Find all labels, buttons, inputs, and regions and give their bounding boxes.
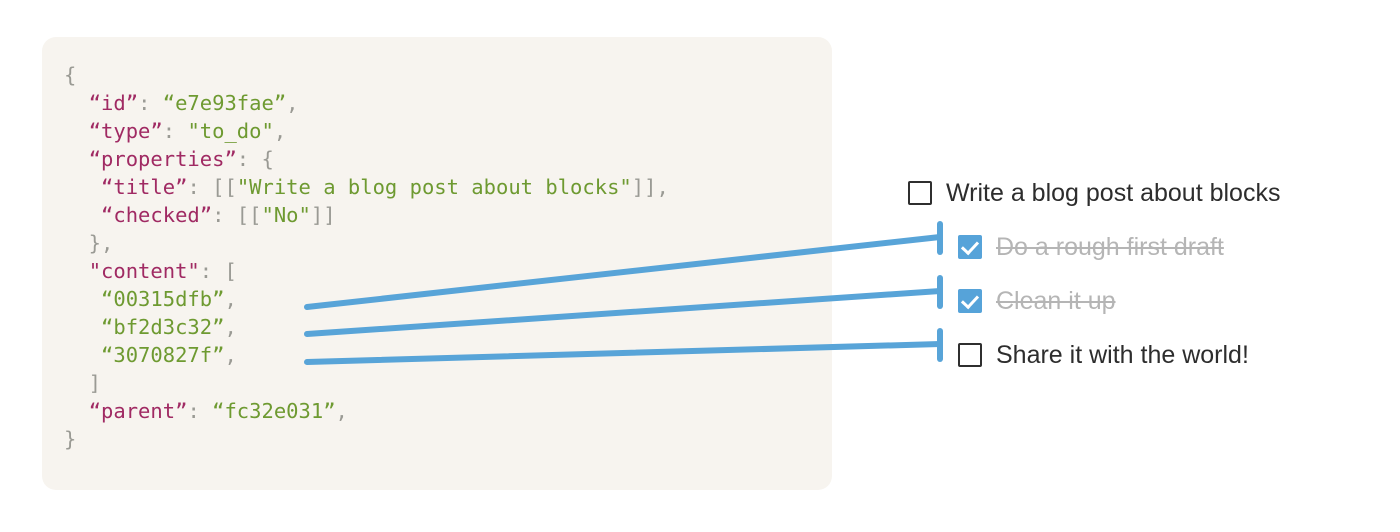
code-token-punct: , <box>286 91 299 115</box>
json-code-panel: { “id”: “e7e93fae”, “type”: "to_do", “pr… <box>42 37 832 490</box>
code-token-punct: : [ <box>199 259 237 283</box>
code-token-punct: , <box>224 315 237 339</box>
code-line: “00315dfb”, <box>64 285 669 313</box>
code-token-punct: : { <box>236 147 274 171</box>
code-token-str: "to_do" <box>187 119 274 143</box>
code-token-key: "content" <box>88 259 200 283</box>
code-token-key: “parent” <box>88 399 188 423</box>
checkbox-checked-icon[interactable] <box>958 289 982 313</box>
todo-item-label: Share it with the world! <box>996 340 1249 369</box>
todo-item-label: Do a rough first draft <box>996 232 1224 261</box>
code-line: “3070827f”, <box>64 341 669 369</box>
code-token-str: “00315dfb” <box>101 287 225 311</box>
code-token-punct <box>64 119 89 143</box>
code-token-punct <box>64 259 89 283</box>
code-token-punct: : <box>187 399 213 423</box>
code-token-str: “3070827f” <box>101 343 225 367</box>
code-line: { <box>64 61 669 89</box>
code-token-punct: : <box>138 91 163 115</box>
code-token-punct: , <box>224 287 237 311</box>
code-token-punct <box>64 203 101 227</box>
code-line: “checked”: [["No"]] <box>64 201 669 229</box>
code-line: “properties”: { <box>64 145 669 173</box>
code-token-str: “e7e93fae” <box>162 91 287 115</box>
todo-checklist: Write a blog post about blocks Do a rough… <box>908 166 1328 382</box>
code-token-punct: , <box>224 343 237 367</box>
checkbox-unchecked-icon[interactable] <box>958 343 982 367</box>
code-token-str: “bf2d3c32” <box>101 315 225 339</box>
code-token-punct <box>64 315 101 339</box>
code-token-punct: ]], <box>631 175 669 199</box>
todo-item-label: Write a blog post about blocks <box>946 178 1281 207</box>
code-token-punct <box>64 287 101 311</box>
checkbox-unchecked-icon[interactable] <box>908 181 932 205</box>
code-token-str: "No" <box>261 203 311 227</box>
code-token-key: “checked” <box>101 203 213 227</box>
code-token-str: “fc32e031” <box>212 399 336 423</box>
todo-item[interactable]: Clean it up <box>908 274 1328 328</box>
code-token-punct <box>64 91 89 115</box>
code-line: "content": [ <box>64 257 669 285</box>
code-line: “type”: "to_do", <box>64 117 669 145</box>
code-line: “bf2d3c32”, <box>64 313 669 341</box>
code-token-punct <box>64 399 89 423</box>
code-token-key: “type” <box>88 119 163 143</box>
code-token-key: “properties” <box>88 147 237 171</box>
code-token-punct: : <box>162 119 188 143</box>
code-token-key: “title” <box>101 175 188 199</box>
code-line: }, <box>64 229 669 257</box>
code-line: “title”: [["Write a blog post about bloc… <box>64 173 669 201</box>
todo-item[interactable]: Do a rough first draft <box>908 220 1328 274</box>
code-token-punct: : [[ <box>212 203 262 227</box>
code-token-str: "Write a blog post about blocks" <box>236 175 632 199</box>
checkbox-checked-icon[interactable] <box>958 235 982 259</box>
code-token-punct: }, <box>64 231 114 255</box>
code-token-punct: { <box>64 63 77 87</box>
code-token-key: “id” <box>88 91 139 115</box>
code-token-punct: } <box>64 427 77 451</box>
todo-item[interactable]: Write a blog post about blocks <box>908 166 1328 220</box>
code-token-punct <box>64 147 89 171</box>
code-token-punct: , <box>335 399 348 423</box>
code-line: ] <box>64 369 669 397</box>
code-token-punct <box>64 343 101 367</box>
code-line: “id”: “e7e93fae”, <box>64 89 669 117</box>
todo-item[interactable]: Share it with the world! <box>908 328 1328 382</box>
code-token-punct <box>64 175 101 199</box>
code-token-punct: ]] <box>310 203 336 227</box>
code-line: } <box>64 425 669 453</box>
code-token-punct: ] <box>64 371 102 395</box>
todo-item-label: Clean it up <box>996 286 1116 315</box>
code-token-punct: , <box>273 119 287 143</box>
json-code-block: { “id”: “e7e93fae”, “type”: "to_do", “pr… <box>64 61 669 453</box>
code-line: “parent”: “fc32e031”, <box>64 397 669 425</box>
code-token-punct: : [[ <box>187 175 237 199</box>
